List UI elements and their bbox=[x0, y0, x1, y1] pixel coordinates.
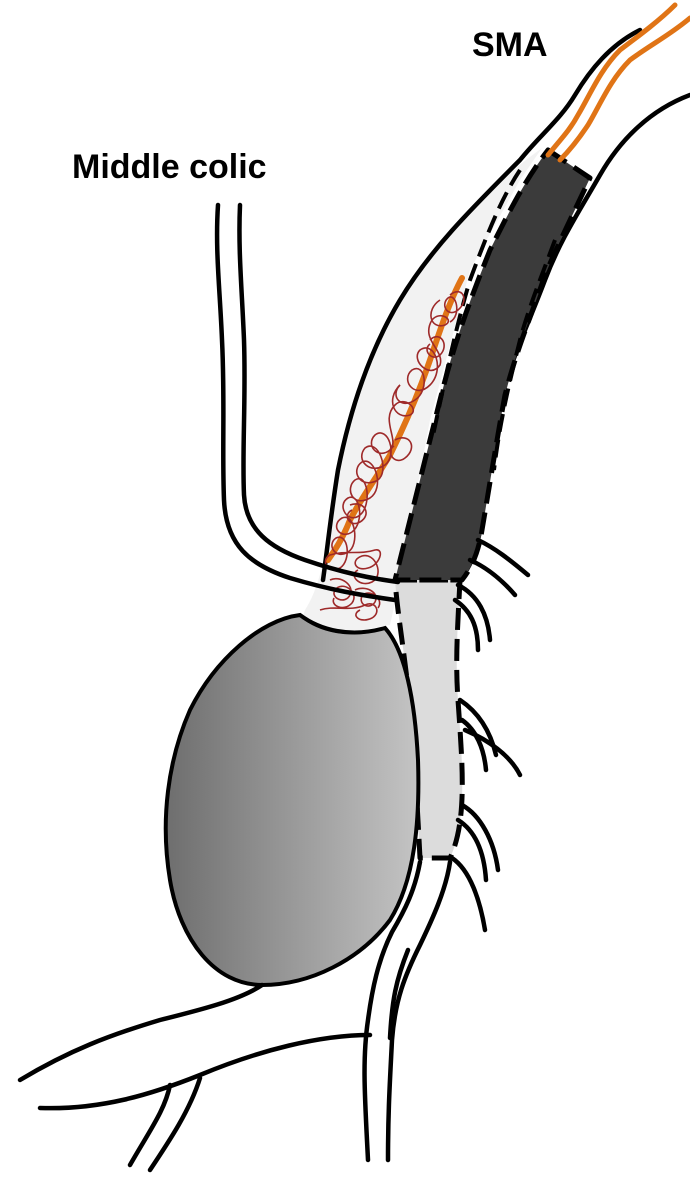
tumor-mass bbox=[166, 615, 419, 985]
sma-label: SMA bbox=[472, 26, 548, 64]
middle-colic-label: Middle colic bbox=[72, 148, 267, 186]
branch-vessels bbox=[452, 540, 528, 930]
